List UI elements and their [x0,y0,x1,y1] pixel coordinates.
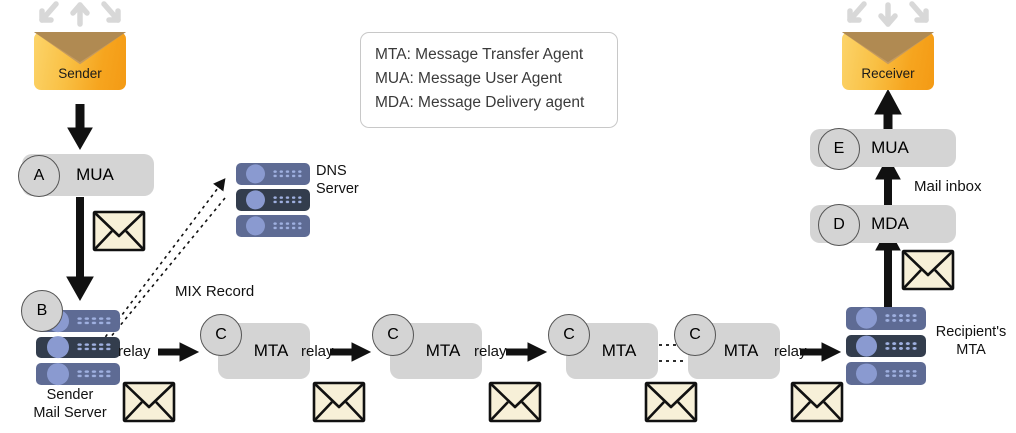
arrow-mua-to-receiver [874,88,902,133]
server-led [856,335,878,357]
step-badge-c-3: C [548,314,590,356]
server-vent [271,169,303,179]
server-vent [76,342,112,352]
relay-label-2: relay [301,343,334,360]
relay-label-4: relay [774,343,807,360]
mix-record-label: MIX Record [175,283,255,300]
sender-mail-server-icon [36,309,120,385]
letter-icon [122,381,176,423]
step-badge-c-4: C [674,314,716,356]
dns-server-icon [236,163,310,237]
letter-icon [790,381,844,423]
server-row [36,336,120,359]
relay-label-3: relay [474,343,507,360]
server-vent [76,316,112,326]
node-label: MTA [601,341,637,360]
server-led [46,336,69,359]
server-led [245,216,265,236]
letter-icon [488,381,542,423]
node-label: MTA [253,341,289,360]
server-row [236,189,310,211]
receiver-label: Receiver [861,66,915,81]
legend-line-mda: MDA: Message Delivery agent [375,94,585,111]
node-label: MUA [871,138,909,157]
arrow-sender-to-mua [67,104,93,151]
sender-mail-server-label: Sender Mail Server [33,387,107,421]
mail-inbox-label: Mail inbox [914,178,982,195]
step-badge-b: B [21,290,63,332]
sender-label: Sender [58,66,102,81]
server-vent [271,221,303,231]
sender-broadcast-arrows [39,1,121,27]
letter-icon [312,381,366,423]
server-led [856,363,878,384]
node-label: MTA [723,341,759,360]
server-led [245,190,265,210]
server-vent [884,368,918,379]
step-badge-e: E [818,128,860,170]
server-vent [884,313,918,324]
dns-server-label: DNS Server [316,163,359,197]
letter-icon [92,210,146,252]
server-led [856,307,878,329]
recipient-mta-label: Recipient's MTA [935,324,1007,358]
server-led [245,164,265,184]
recipient-mta-server-icon [846,307,926,385]
server-vent [271,195,303,205]
relay-label-1: relay [118,343,151,360]
node-label: MTA [425,341,461,360]
server-row [846,362,926,385]
server-row [236,215,310,237]
arrow-mua-to-mailserver [66,197,94,302]
server-row [846,334,926,358]
server-vent [884,341,918,351]
receiver-envelope-icon: Receiver [842,32,934,90]
server-row [846,307,926,330]
legend-line-mta: MTA: Message Transfer Agent [375,46,584,63]
step-badge-c-1: C [200,314,242,356]
step-badge-d: D [818,204,860,246]
step-badge-c-2: C [372,314,414,356]
sender-envelope-icon: Sender [34,32,126,90]
step-badge-a: A [18,155,60,197]
node-label: MUA [76,165,114,184]
letter-icon [901,249,955,291]
node-label: MDA [871,214,909,233]
legend-box: MTA: Message Transfer Agent MUA: Message… [360,32,618,128]
server-row [36,363,120,385]
server-row [236,163,310,185]
legend-line-mua: MUA: Message User Agent [375,70,562,87]
server-led [46,363,69,385]
server-vent [76,369,112,379]
receiver-broadcast-arrows [847,1,929,27]
letter-icon [644,381,698,423]
